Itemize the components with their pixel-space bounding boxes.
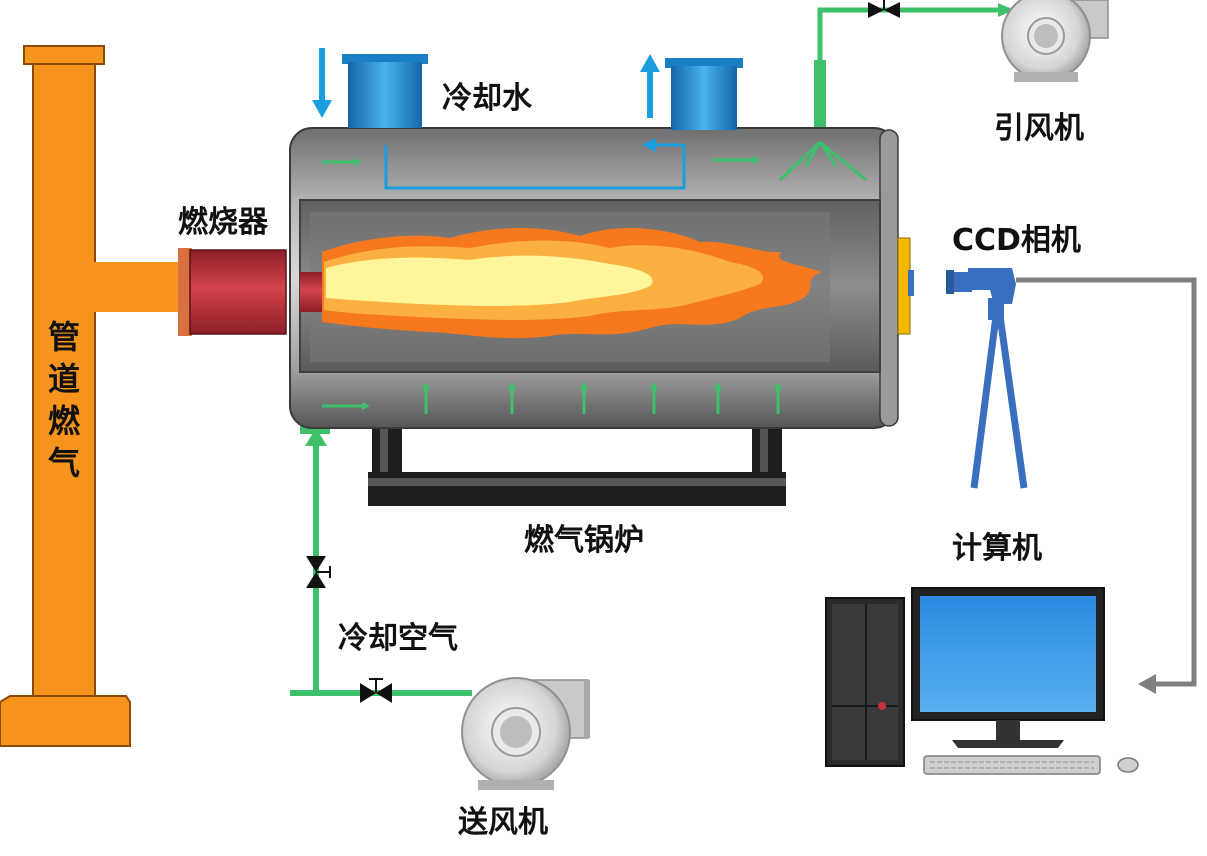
ccd-camera-icon[interactable] <box>946 268 1028 489</box>
cooling-water-outlet <box>665 58 743 130</box>
induced-fan-icon[interactable] <box>1001 0 1109 82</box>
flue-gas-line <box>814 3 1014 130</box>
cooling-water-label: 冷却水 <box>442 81 532 116</box>
sight-window <box>897 237 914 335</box>
gas-pipe <box>0 45 182 747</box>
induced-fan-label: 引风机 <box>994 111 1084 146</box>
air-flow-arrows <box>322 140 867 414</box>
blower-label: 送风机 <box>458 805 548 840</box>
gas-boiler-label: 燃气锅炉 <box>524 523 644 558</box>
burner-label: 燃烧器 <box>178 205 268 240</box>
burner <box>178 248 324 336</box>
blower-fan-icon[interactable] <box>461 677 590 790</box>
pipe-gas-label: 管道燃气 <box>47 318 80 482</box>
cooling-water-inlet <box>342 54 428 128</box>
ccd-camera-label: CCD相机 <box>952 223 1081 258</box>
valve-icon[interactable] <box>306 556 331 588</box>
valve-icon[interactable] <box>360 678 392 703</box>
boiler-stand <box>368 424 786 506</box>
signal-line <box>1016 277 1197 694</box>
flame <box>322 227 822 339</box>
computer-icon[interactable] <box>825 587 1139 775</box>
cooling-water-flow <box>312 48 686 190</box>
computer-label: 计算机 <box>952 531 1042 566</box>
cooling-air-label: 冷却空气 <box>338 621 458 656</box>
valve-icon[interactable] <box>868 0 900 18</box>
